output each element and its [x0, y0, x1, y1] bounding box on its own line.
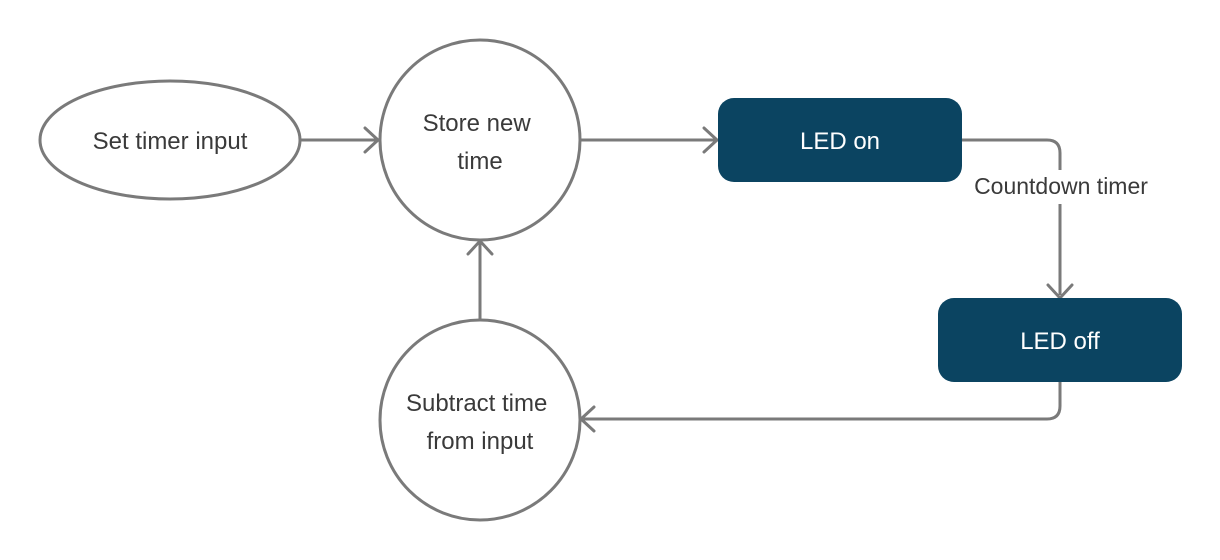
node-set-timer-input: Set timer input	[38, 79, 302, 201]
edge-label-countdown-timer: Countdown timer	[974, 173, 1148, 199]
arrowhead-set-to-store	[363, 126, 380, 154]
node-label-line: Subtract time	[406, 390, 547, 417]
node-led-off: LED off	[938, 298, 1182, 382]
rounded-rect-shape	[938, 298, 1182, 382]
circle-shape	[378, 38, 582, 242]
node-label: LED off	[1020, 328, 1100, 355]
edge-led-on-to-led-off	[961, 138, 1062, 295]
rounded-rect-shape	[718, 98, 962, 182]
ellipse-shape	[38, 79, 302, 201]
node-label-line: Store new	[423, 110, 532, 137]
node-label-line: Set timer input	[93, 128, 248, 155]
node-store-new-time: Store new time	[378, 38, 582, 242]
edge-led-off-to-subtract	[583, 382, 1062, 421]
node-subtract-time: Subtract time from input	[378, 318, 582, 522]
node-label-line: LED off	[1020, 328, 1100, 355]
arrowhead-store-to-led-on	[702, 126, 719, 154]
edges: Countdown timer	[301, 126, 1167, 433]
node-label-line: time	[457, 148, 502, 175]
node-led-on: LED on	[718, 98, 962, 182]
node-label: Set timer input	[93, 128, 248, 155]
node-label: Store new time	[423, 110, 538, 175]
node-label: Subtract time from input	[406, 390, 554, 455]
circle-shape	[378, 318, 582, 522]
node-label: LED on	[800, 128, 880, 155]
edge-label-background	[955, 170, 1167, 204]
node-label-line: LED on	[800, 128, 880, 155]
node-label-line: from input	[427, 428, 534, 455]
